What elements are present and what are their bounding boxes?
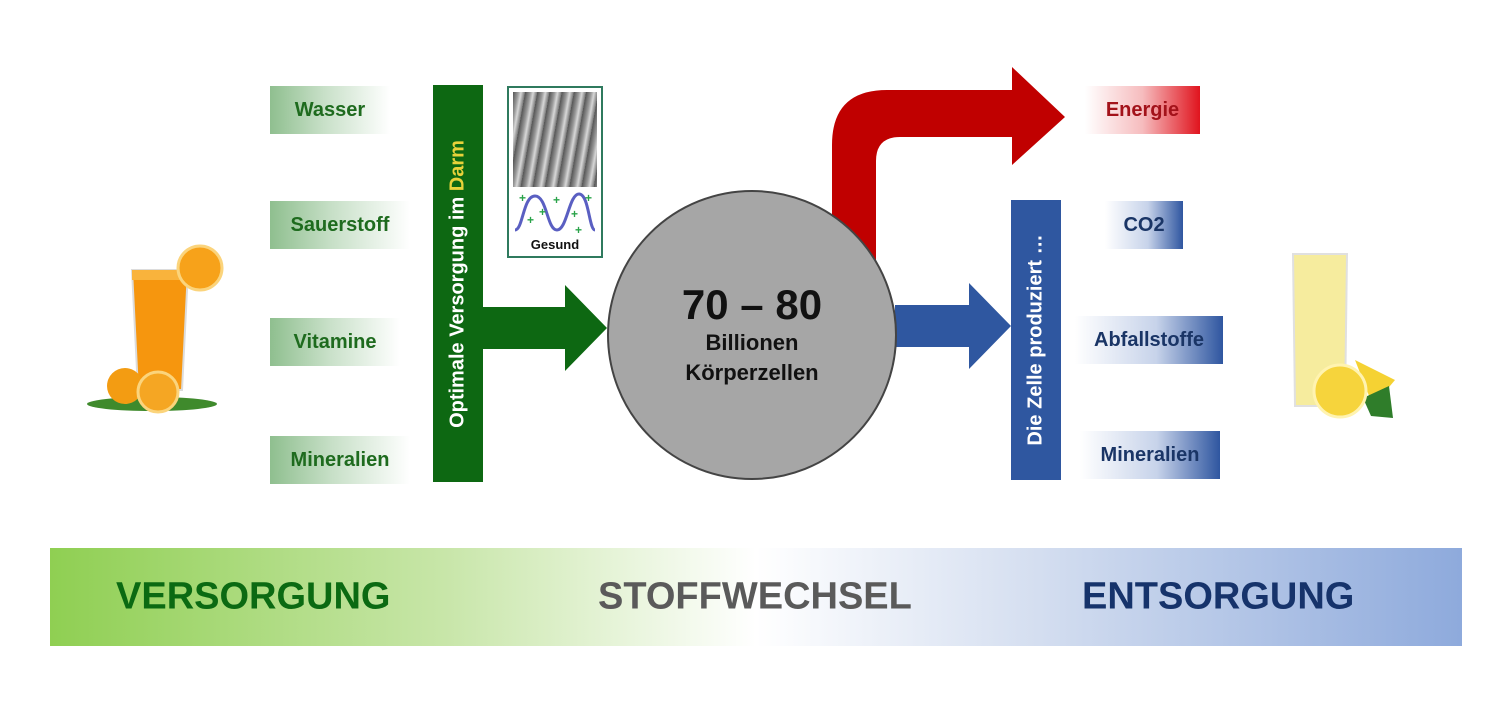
svg-text:+: + [571,207,578,221]
svg-text:+: + [585,191,592,205]
intestine-supply-bar: Optimale Versorgung im Darm [433,85,483,482]
output-waste: Abfallstoffe [1075,316,1223,364]
cell-produces-label: Die Zelle produziert … [1024,234,1047,446]
lemonade-icon [1291,253,1395,419]
energy-arrow [832,67,1065,260]
villi-wave-icon: +++++++ [514,191,597,236]
band-disposal: ENTSORGUNG [1082,575,1355,618]
cell-count-unit: Billionen [705,330,799,356]
output-minerals: Mineralien [1080,431,1220,479]
supply-arrow [483,285,607,371]
intestinal-villi-illustration: +++++++ Gesund [507,86,603,258]
disposal-arrow [895,283,1011,369]
svg-text:+: + [527,213,534,227]
input-water: Wasser [270,86,390,134]
process-band: VERSORGUNG STOFFWECHSEL ENTSORGUNG [50,548,1462,646]
input-minerals: Mineralien [270,436,410,484]
villi-photo [513,92,597,187]
cell-count: 70 – 80 [681,281,823,329]
cell-label: Körperzellen [685,360,819,386]
cell-produces-bar: Die Zelle produziert … [1011,200,1061,480]
orange-juice-icon [87,244,224,414]
svg-text:+: + [519,191,526,205]
svg-text:+: + [539,205,546,219]
svg-text:+: + [575,223,582,236]
output-co2: CO2 [1105,201,1183,249]
band-supply: VERSORGUNG [116,575,391,618]
villi-caption: Gesund [530,237,580,252]
input-oxygen: Sauerstoff [270,201,410,249]
output-energy: Energie [1085,86,1200,134]
svg-text:+: + [553,193,560,207]
input-vitamins: Vitamine [270,318,400,366]
band-metabolism: STOFFWECHSEL [598,575,912,618]
body-cells-circle: 70 – 80 Billionen Körperzellen [607,190,897,480]
intestine-supply-label: Optimale Versorgung im Darm [446,139,469,428]
